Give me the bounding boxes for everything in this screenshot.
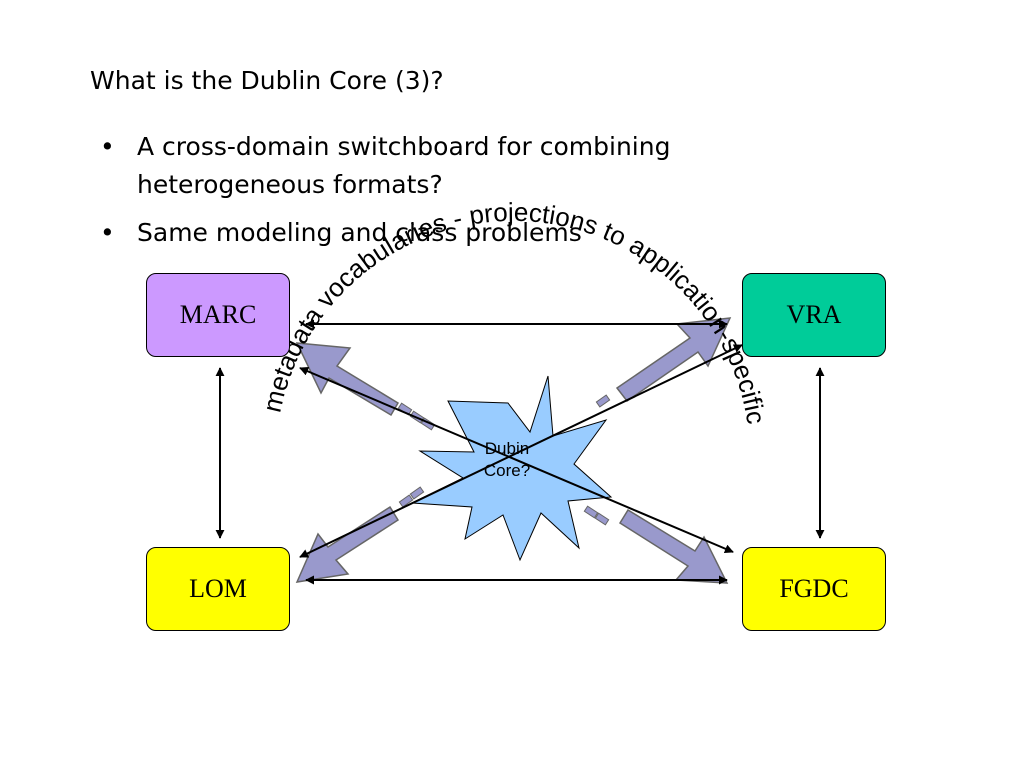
vra-box: VRA bbox=[742, 273, 886, 357]
dublin-core-label-line1: Dubin bbox=[484, 439, 530, 458]
marc-box: MARC bbox=[146, 273, 290, 357]
dublin-core-label: Dubin Core? bbox=[452, 438, 562, 482]
bullet-text: A cross-domain switchboard for combining… bbox=[137, 132, 671, 199]
slide-title: What is the Dublin Core (3)? bbox=[90, 66, 444, 95]
lom-box: LOM bbox=[146, 547, 290, 631]
fgdc-box: FGDC bbox=[742, 547, 886, 631]
circular-caption-path: metadata vocabularies - projections to a… bbox=[257, 197, 772, 426]
arrow-lom-vra bbox=[299, 344, 743, 558]
circular-caption: metadata vocabularies - projections to a… bbox=[257, 197, 772, 426]
bullet-item: • Same modeling and class problems bbox=[100, 214, 860, 252]
dublin-core-label-line2: Core? bbox=[483, 461, 531, 480]
bullet-dot-icon: • bbox=[100, 218, 115, 247]
block-arrow-to-lom bbox=[295, 486, 425, 583]
bullet-dot-icon: • bbox=[100, 132, 115, 161]
bullet-item: • A cross-domain switchboard for combinin… bbox=[100, 128, 860, 204]
bullet-list: • A cross-domain switchboard for combinin… bbox=[100, 128, 860, 262]
bullet-text: Same modeling and class problems bbox=[137, 218, 582, 247]
block-arrow-to-fgdc bbox=[583, 505, 729, 584]
